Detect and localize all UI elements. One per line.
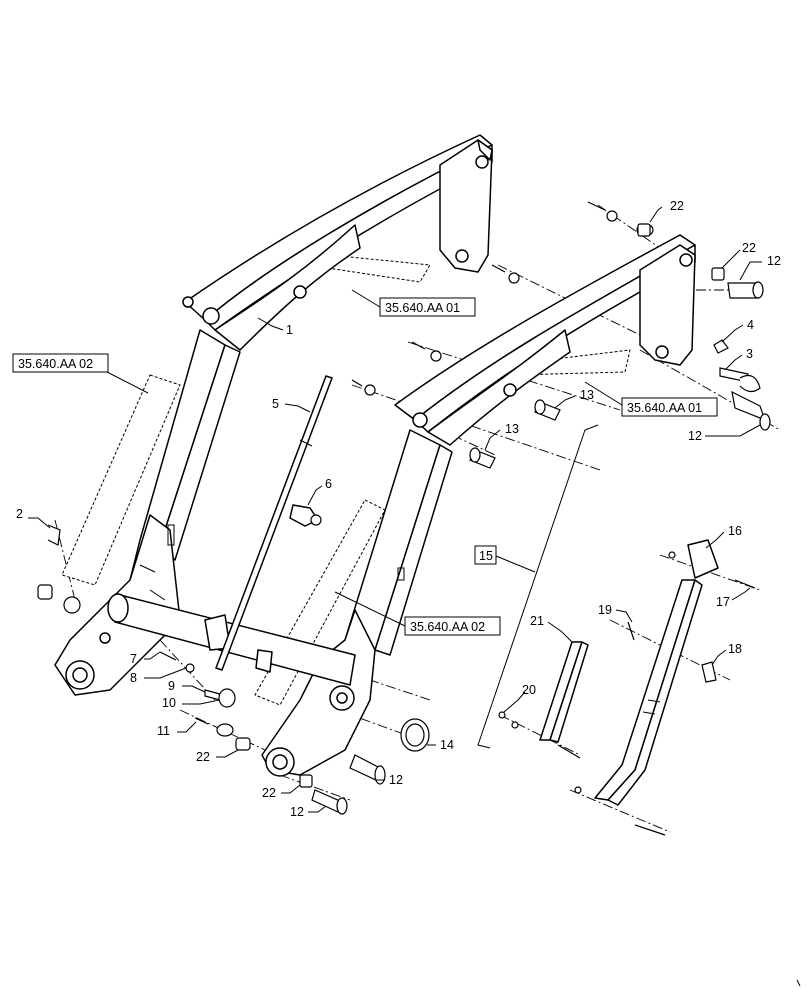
ref-box-15[interactable] bbox=[474, 545, 497, 565]
callout-22a: 22 bbox=[196, 750, 210, 764]
callout-12d: 12 bbox=[767, 254, 781, 268]
callout-13b: 13 bbox=[580, 388, 594, 402]
detail-group-15 bbox=[477, 424, 756, 836]
ref-box-1[interactable] bbox=[379, 297, 476, 317]
callout-2: 2 bbox=[16, 507, 23, 521]
cross-tube bbox=[107, 593, 356, 686]
callout-11: 11 bbox=[157, 724, 170, 738]
callout-4: 4 bbox=[747, 318, 754, 332]
ref-label-4[interactable]: 35.640.AA 02 bbox=[410, 620, 485, 634]
callout-3: 3 bbox=[746, 347, 753, 361]
callout-21: 21 bbox=[530, 614, 544, 628]
callout-22b: 22 bbox=[262, 786, 276, 800]
callout-7: 7 bbox=[130, 652, 137, 666]
level-indicator-rod bbox=[215, 375, 333, 671]
reference-boxes: 35.640.AA 01 35.640.AA 02 35.640.AA 01 3… bbox=[12, 289, 718, 636]
callout-6: 6 bbox=[325, 477, 332, 491]
callout-1: 1 bbox=[286, 323, 293, 337]
callout-14: 14 bbox=[440, 738, 454, 752]
ref-label-2[interactable]: 35.640.AA 02 bbox=[18, 357, 93, 371]
callout-19: 19 bbox=[598, 603, 612, 617]
callout-5: 5 bbox=[272, 397, 279, 411]
callout-10: 10 bbox=[162, 696, 176, 710]
callout-18: 18 bbox=[728, 642, 742, 656]
callout-20: 20 bbox=[522, 683, 536, 697]
ref-box-3[interactable] bbox=[621, 397, 718, 417]
ref-label-3[interactable]: 35.640.AA 01 bbox=[627, 401, 702, 415]
callout-12c: 12 bbox=[688, 429, 702, 443]
callout-12b: 12 bbox=[389, 773, 403, 787]
callout-22c: 22 bbox=[670, 199, 684, 213]
ref-label-1[interactable]: 35.640.AA 01 bbox=[385, 301, 460, 315]
callout-16: 16 bbox=[728, 524, 742, 538]
hardware-items bbox=[37, 201, 771, 815]
callout-12a: 12 bbox=[290, 805, 304, 819]
callout-8: 8 bbox=[130, 671, 137, 685]
callout-9: 9 bbox=[168, 679, 175, 693]
callout-13a: 13 bbox=[505, 422, 519, 436]
ref-box-2[interactable] bbox=[12, 353, 109, 373]
corner-mark bbox=[796, 979, 801, 987]
ref-box-4[interactable] bbox=[404, 616, 501, 636]
callout-22d: 22 bbox=[742, 241, 756, 255]
right-loader-arm bbox=[261, 234, 696, 777]
callout-15: 15 bbox=[479, 549, 493, 563]
callout-17: 17 bbox=[716, 595, 730, 609]
callouts: 1 2 3 4 5 6 7 8 9 10 11 22 22 12 12 14 1 bbox=[16, 199, 781, 819]
